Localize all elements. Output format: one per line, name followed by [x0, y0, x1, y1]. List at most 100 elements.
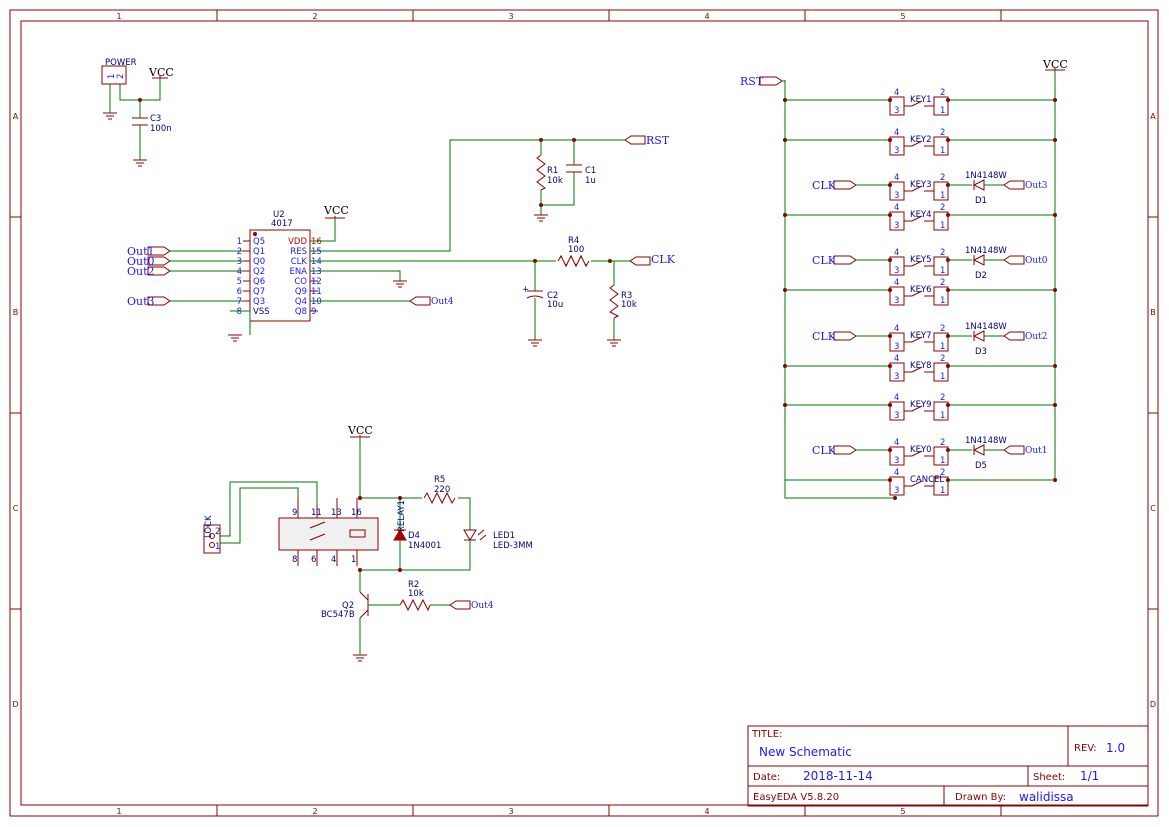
- svg-text:CLK: CLK: [651, 253, 676, 266]
- sheet-value: 1/1: [1080, 769, 1099, 783]
- u2-pin-14: 14: [311, 257, 322, 267]
- svg-text:D3: D3: [975, 347, 987, 357]
- u2-pin-label-q8: Q8: [295, 307, 307, 317]
- svg-text:4: 4: [894, 438, 899, 448]
- u2-pin-4: 4: [237, 267, 242, 277]
- ic-u2-4017[interactable]: [249, 229, 311, 322]
- svg-text:4: 4: [894, 248, 899, 258]
- grid-row-left-B: B: [13, 308, 19, 317]
- net-out2: Out2: [127, 265, 171, 278]
- lock-connector[interactable]: [203, 524, 221, 554]
- svg-text:3: 3: [894, 106, 899, 116]
- q2-name: Q2: [342, 601, 354, 611]
- key-label-key8: KEY8: [910, 361, 932, 371]
- net-out3: Out3: [127, 295, 171, 308]
- u2-pin-label-res: RES: [290, 247, 307, 257]
- svg-text:2: 2: [940, 324, 945, 334]
- u2-pin-label-q7: Q7: [253, 287, 265, 297]
- svg-text:+: +: [522, 285, 529, 295]
- u2-part: 4017: [271, 219, 293, 229]
- rev-label: REV:: [1074, 743, 1097, 754]
- net-out4-u2: Out4: [409, 296, 454, 307]
- svg-text:3: 3: [894, 146, 899, 156]
- net-clk-keypad-2: [833, 180, 857, 190]
- c1-value: 1u: [585, 176, 596, 186]
- u2-pin-label-vss: VSS: [253, 307, 270, 317]
- svg-text:4: 4: [894, 128, 899, 138]
- lock-label: LOCK: [204, 515, 214, 538]
- keypad-rst-label: RST: [740, 75, 764, 88]
- svg-text:1: 1: [940, 486, 945, 496]
- u2-pin-13: 13: [311, 267, 322, 277]
- power-label: POWER: [105, 58, 137, 68]
- grid-col-bottom-5: 5: [900, 807, 905, 816]
- svg-text:3: 3: [894, 191, 899, 201]
- svg-text:2: 2: [940, 354, 945, 364]
- svg-text:3: 3: [894, 486, 899, 496]
- grid-row-left-A: A: [13, 112, 19, 121]
- relay-vcc-label: VCC: [347, 424, 373, 437]
- svg-text:9: 9: [292, 508, 297, 518]
- grid-col-top-1: 1: [116, 12, 121, 21]
- svg-text:1: 1: [215, 542, 220, 552]
- date-label: Date:: [753, 772, 780, 783]
- svg-text:2: 2: [940, 88, 945, 98]
- drawn-value: walidissa: [1019, 790, 1074, 804]
- net-clk-keypad-4: [833, 255, 857, 265]
- grid-col-bottom-3: 3: [508, 807, 513, 816]
- net-clk-keypad-9: [833, 445, 857, 455]
- svg-text:2: 2: [940, 173, 945, 183]
- u2-pin-10: 10: [311, 297, 322, 307]
- svg-text:1: 1: [940, 266, 945, 276]
- key-label-key3: KEY3: [910, 180, 932, 190]
- u2-pin-12: 12: [311, 277, 322, 287]
- svg-text:Out2: Out2: [127, 265, 155, 278]
- net-rst-keypad: [759, 76, 783, 86]
- svg-text:3: 3: [894, 342, 899, 352]
- c2-name: C2: [547, 291, 558, 301]
- svg-text:RST: RST: [646, 134, 670, 147]
- grid-row-right-B: B: [1150, 308, 1156, 317]
- grid-col-top-2: 2: [312, 12, 317, 21]
- svg-text:CLK: CLK: [812, 179, 837, 192]
- grid-col-bottom-2: 2: [312, 807, 317, 816]
- r5-name: R5: [434, 475, 445, 485]
- svg-text:1: 1: [351, 555, 356, 565]
- u2-name: U2: [273, 210, 285, 220]
- relay1[interactable]: [278, 498, 379, 566]
- u2-pin-1: 1: [237, 237, 242, 247]
- svg-text:8: 8: [292, 555, 297, 565]
- u2-pin-label-ena: ENA: [289, 267, 307, 277]
- svg-text:D1: D1: [975, 196, 987, 206]
- sheet-label: Sheet:: [1033, 772, 1065, 783]
- svg-text:1N4148W: 1N4148W: [965, 322, 1007, 332]
- key-label-key4: KEY4: [910, 210, 932, 220]
- r3-value: 10k: [621, 300, 637, 310]
- r1-name: R1: [547, 166, 558, 176]
- svg-text:3: 3: [894, 296, 899, 306]
- u2-pin-label-q6: Q6: [253, 277, 265, 287]
- svg-text:2: 2: [940, 438, 945, 448]
- u2-pin-5: 5: [237, 277, 242, 287]
- led1-value: LED-3MM: [493, 541, 533, 551]
- inner-border: [20, 20, 1149, 806]
- grid-row-right-C: C: [1150, 504, 1156, 513]
- net-rst-u2: RST: [624, 134, 670, 147]
- r5-value: 220: [434, 485, 450, 495]
- power-connector[interactable]: POWER 1 2: [101, 58, 137, 85]
- svg-text:3: 3: [894, 372, 899, 382]
- rev-value: 1.0: [1106, 741, 1125, 755]
- keypad-net-out2: Out2: [1025, 332, 1048, 342]
- grid-col-bottom-1: 1: [116, 807, 121, 816]
- title-value: New Schematic: [759, 745, 852, 759]
- svg-text:1N4148W: 1N4148W: [965, 171, 1007, 181]
- net-clk-keypad-6: [833, 331, 857, 341]
- drawn-label: Drawn By:: [955, 792, 1006, 803]
- svg-text:2: 2: [940, 203, 945, 213]
- svg-text:1: 1: [940, 106, 945, 116]
- keypad-net-out3: Out3: [1025, 181, 1048, 191]
- key-label-key2: KEY2: [910, 135, 932, 145]
- power-pin-1: 1: [107, 74, 117, 79]
